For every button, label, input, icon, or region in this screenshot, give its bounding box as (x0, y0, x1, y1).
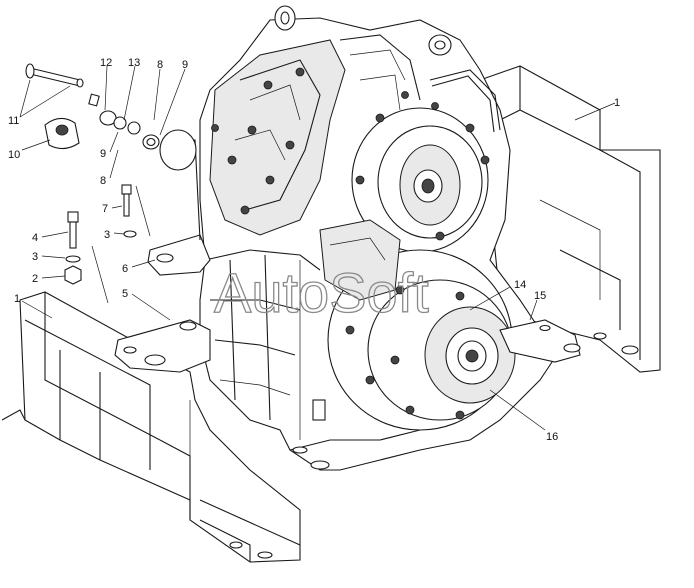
callout-16: 16 (546, 431, 558, 443)
callout-6: 6 (122, 263, 128, 275)
callout-13: 13 (128, 57, 140, 69)
watermark: AutoSoft (214, 261, 429, 324)
callout-1-left: 1 (14, 293, 20, 305)
callout-3-right: 3 (104, 229, 110, 241)
callout-9-top: 9 (182, 59, 188, 71)
callout-1-right: 1 (614, 97, 620, 109)
upper-flange-assembly (351, 91, 490, 253)
left-mounting-bracket (1, 291, 301, 563)
upper-leg-mount (147, 129, 211, 276)
callout-7: 7 (102, 203, 108, 215)
leader-lines (19, 65, 616, 431)
bolts-and-washers (64, 184, 151, 304)
callout-12: 12 (100, 57, 112, 69)
rear-support-bracket (499, 319, 581, 363)
callout-8-top: 8 (157, 59, 163, 71)
callout-3-left: 3 (32, 251, 38, 263)
callout-2: 2 (32, 273, 38, 285)
callout-10: 10 (8, 149, 20, 161)
callout-5: 5 (122, 288, 128, 300)
callout-9-lower: 9 (100, 148, 106, 160)
callout-15: 15 (534, 290, 546, 302)
callout-8-lower: 8 (100, 175, 106, 187)
front-leg-mount (114, 319, 211, 373)
callout-14: 14 (514, 279, 526, 291)
callout-11: 11 (8, 115, 19, 127)
callout-4: 4 (32, 232, 38, 244)
pin-and-bushings (25, 63, 160, 150)
